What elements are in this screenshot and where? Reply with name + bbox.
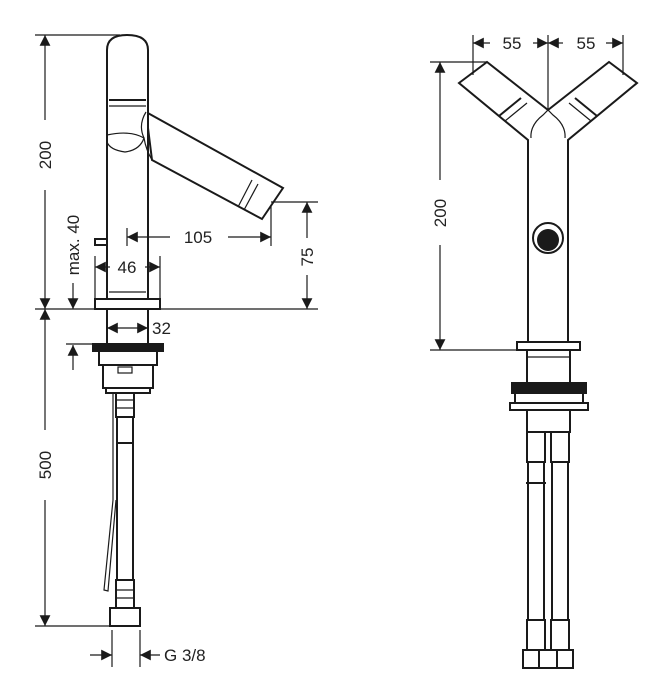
hose-right — [551, 461, 569, 623]
base-plate-front — [516, 341, 581, 351]
hose-left-fitting — [526, 431, 546, 463]
front-view-dimensions: 55 55 200 — [430, 34, 624, 351]
connector-nut — [109, 607, 141, 627]
pop-up-knob — [94, 238, 108, 246]
side-view-dimensions: 200 500 max. 40 75 105 46 32 G 3/8 — [35, 34, 318, 667]
spout — [144, 110, 285, 221]
dim-body-width: 46 — [118, 258, 137, 277]
dim-spout-height: 75 — [298, 248, 317, 267]
dim-left-arm: 55 — [503, 34, 522, 53]
dim-total-height: 200 — [36, 141, 55, 169]
dim-right-arm: 55 — [577, 34, 596, 53]
dim-thread-diameter: 32 — [152, 319, 171, 338]
dim-connection: G 3/8 — [164, 646, 206, 665]
dim-front-height: 200 — [431, 199, 450, 227]
drain-rod — [103, 393, 117, 592]
y-spout-body — [457, 60, 639, 343]
dim-hose-length: 500 — [36, 451, 55, 479]
hose-fitting-top — [115, 392, 135, 418]
dim-spout-reach: 105 — [184, 228, 212, 247]
base-plate — [94, 298, 161, 310]
connector-nuts — [522, 649, 574, 669]
front-view-faucet — [457, 60, 639, 669]
hose-left — [527, 461, 545, 623]
hose-right-fitting — [550, 431, 570, 463]
side-view-faucet — [92, 33, 285, 627]
dim-max-thickness: max. 40 — [64, 215, 83, 275]
